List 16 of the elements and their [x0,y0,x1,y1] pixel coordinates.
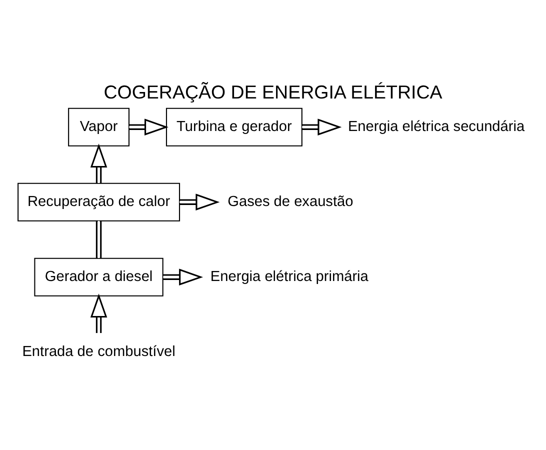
node-text: Energia elétrica primária [210,268,368,285]
node-box: Recuperação de calor [18,182,180,222]
connector [96,220,102,258]
node-box: Vapor [68,108,130,146]
node-text: Energia elétrica secundária [348,118,525,135]
node-text: Entrada de combustível [22,344,176,360]
diagram-title: COGERAÇÃO DE ENERGIA ELÉTRICA [104,81,442,102]
arrow [90,294,108,334]
node-text: Gases de exaustão [228,194,354,210]
node-box: Turbina e gerador [166,108,302,146]
arrow [163,268,204,286]
node-box: Gerador a diesel [34,258,164,296]
arrow [129,118,168,136]
arrow [180,194,220,210]
arrow [302,118,342,136]
arrow [90,144,108,184]
